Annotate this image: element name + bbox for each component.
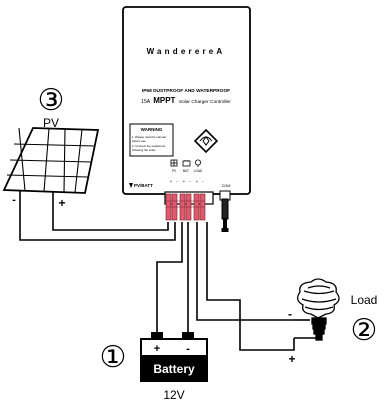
- load-negative-wire: [196, 222, 294, 321]
- pv-plus: +: [58, 196, 65, 210]
- port-label-com: COM: [222, 184, 231, 188]
- model-main: MPPT: [153, 96, 175, 105]
- model-prefix: 15A: [141, 99, 151, 105]
- warning-line-3: 2. Connect the equipment: [132, 144, 165, 148]
- pv-minus: -: [12, 194, 16, 206]
- battery-terminal-negative: [182, 332, 194, 339]
- wires: [19, 198, 295, 351]
- terminal-icons: [170, 159, 201, 167]
- load-number: ②: [351, 314, 378, 347]
- pv-positive-wire: [52, 205, 169, 231]
- terminal-pv-icon: [170, 159, 178, 167]
- battery-terminal-positive: [151, 332, 163, 339]
- controller-model-line: 15A MPPT Solar Charger Controller: [141, 96, 231, 105]
- battery-voltage: 12V: [163, 388, 184, 402]
- load-plus: +: [288, 352, 295, 366]
- model-suffix: Solar Charger Controller: [179, 99, 231, 105]
- com-cable-connector: [219, 190, 231, 232]
- terminal-label-load: LOAD: [194, 169, 203, 173]
- polarity-6: -: [202, 179, 204, 184]
- battery-minus: -: [186, 343, 190, 355]
- controller-rating-line: IP68 DUSTPROOF AND WATERPROOF: [142, 88, 230, 94]
- port-label-pv-batt: PV/BATT: [134, 183, 153, 188]
- pv-label: PV: [43, 116, 59, 130]
- terminal-polarity-marks: + - + - + -: [170, 179, 205, 184]
- controller-brand: WanderereA: [147, 47, 226, 56]
- terminal-label-bat: BAT: [183, 169, 189, 173]
- pv-negative-wire: [19, 198, 176, 241]
- terminal-screw-lines: [166, 200, 205, 208]
- warning-line-4: following the order.: [132, 148, 156, 152]
- polarity-3: +: [183, 179, 186, 184]
- pv-batt-arrow-icon: [129, 183, 133, 188]
- warning-title: WARNING: [141, 127, 163, 132]
- polarity-2: -: [176, 179, 178, 184]
- polarity-4: -: [189, 179, 191, 184]
- terminal-battery-icon: [182, 160, 191, 167]
- warning-line-1: 1. Please read the manual: [132, 135, 166, 139]
- battery-positive-wire: [156, 222, 183, 332]
- pv-number: ③: [38, 84, 65, 117]
- charge-controller: WanderereA IP68 DUSTPROOF AND WATERPROOF…: [122, 6, 251, 232]
- polarity-1: +: [170, 179, 173, 184]
- load-minus: -: [288, 307, 292, 321]
- solar-panel-icon: [2, 127, 100, 205]
- battery-number: ①: [100, 341, 127, 374]
- battery-label-band: [141, 355, 207, 381]
- battery-icon: [140, 332, 208, 382]
- terminal-load-icon: [194, 159, 201, 167]
- terminal-label-pv: PV: [172, 169, 177, 173]
- polarity-5: +: [196, 179, 199, 184]
- lightbulb-icon: [296, 278, 340, 341]
- battery-label: Battery: [153, 362, 195, 376]
- load-positive-wire: [206, 222, 295, 351]
- warning-label: [129, 123, 174, 157]
- warning-line-2: before use.: [132, 139, 147, 143]
- load-label: Load: [351, 293, 378, 307]
- rcm-certification-icon: [193, 128, 219, 154]
- load-wire-stubs: [294, 319, 319, 340]
- battery-plus: +: [154, 343, 160, 355]
